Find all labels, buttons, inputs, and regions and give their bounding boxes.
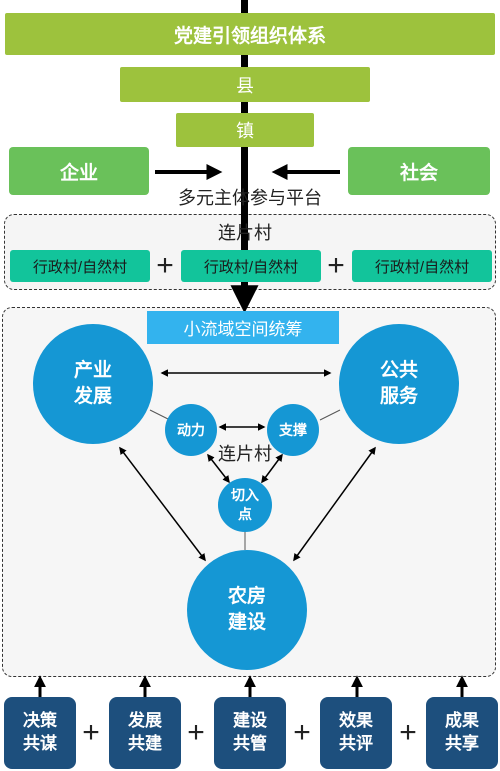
bottom-box-development: 发展 共建	[109, 697, 181, 769]
bottom-plus: +	[77, 718, 105, 748]
spine-inner	[241, 214, 248, 254]
bottom-label-1: 决策 共谋	[23, 711, 57, 753]
plus-sign: +	[322, 251, 350, 281]
platform-label: 多元主体参与平台	[150, 184, 350, 210]
entry-point-label: 切入 点	[231, 487, 259, 522]
watershed-banner: 小流域空间统筹	[147, 311, 339, 344]
support-link-line	[319, 409, 341, 421]
power-entry-arrow	[207, 453, 230, 484]
platform-text: 多元主体参与平台	[178, 188, 322, 208]
bottom-plus-text: +	[399, 716, 417, 749]
bottom-plus: +	[182, 718, 210, 748]
cluster-title: 连片村	[190, 220, 300, 244]
bottom-label-3: 建设 共管	[233, 711, 267, 753]
plus-sign: +	[151, 251, 179, 281]
inner-cluster-text: 连片村	[218, 444, 272, 464]
support-circle: 支撑	[267, 404, 319, 456]
entry-point-circle: 切入 点	[218, 478, 272, 532]
plus-text: +	[327, 249, 345, 282]
county-box: 县	[120, 67, 370, 102]
bottom-plus-text: +	[293, 716, 311, 749]
plus-text: +	[156, 249, 174, 282]
housing-circle: 农房 建设	[187, 550, 307, 670]
public-service-label: 公共 服务	[379, 360, 418, 407]
industry-housing-arrow	[119, 446, 206, 562]
village-label-1: 行政村/自然村	[32, 258, 128, 276]
society-label: 社会	[399, 162, 438, 184]
title-bar: 党建引领组织体系	[5, 13, 495, 55]
industry-circle: 产业 发展	[33, 324, 153, 444]
public-housing-arrow	[293, 446, 376, 562]
bottom-box-decision: 决策 共谋	[4, 697, 76, 769]
title-text: 党建引领组织体系	[173, 25, 326, 47]
enterprise-label: 企业	[59, 162, 98, 184]
bottom-box-construction: 建设 共管	[214, 697, 286, 769]
bottom-label-2: 发展 共建	[128, 711, 162, 753]
bottom-plus: +	[288, 718, 316, 748]
town-label: 镇	[236, 121, 254, 141]
public-service-circle: 公共 服务	[339, 324, 459, 444]
support-entry-arrow	[261, 453, 283, 484]
power-label: 动力	[177, 421, 205, 438]
village-label-3: 行政村/自然村	[374, 258, 470, 276]
village-label-2: 行政村/自然村	[203, 258, 299, 276]
bottom-box-sharing: 成果 共享	[426, 697, 498, 769]
vertical-spine	[241, 0, 248, 300]
bottom-box-evaluation: 效果 共评	[320, 697, 392, 769]
town-box: 镇	[176, 113, 314, 147]
village-box-2: 行政村/自然村	[181, 250, 321, 282]
support-label: 支撑	[279, 421, 307, 438]
watershed-banner-text: 小流域空间统筹	[183, 320, 303, 339]
cluster-title-text: 连片村	[218, 223, 272, 243]
industry-label: 产业 发展	[73, 360, 112, 407]
bottom-label-4: 效果 共评	[339, 711, 373, 753]
enterprise-box: 企业	[9, 147, 149, 195]
county-label: 县	[236, 75, 254, 96]
bottom-plus-text: +	[82, 716, 100, 749]
village-box-1: 行政村/自然村	[10, 250, 150, 282]
bottom-plus: +	[394, 718, 422, 748]
inner-cluster-label: 连片村	[200, 440, 290, 466]
village-box-3: 行政村/自然村	[352, 250, 492, 282]
power-circle: 动力	[165, 404, 217, 456]
society-box: 社会	[348, 147, 490, 195]
housing-label: 农房 建设	[227, 586, 266, 633]
bottom-label-5: 成果 共享	[445, 711, 479, 753]
bottom-plus-text: +	[187, 716, 205, 749]
